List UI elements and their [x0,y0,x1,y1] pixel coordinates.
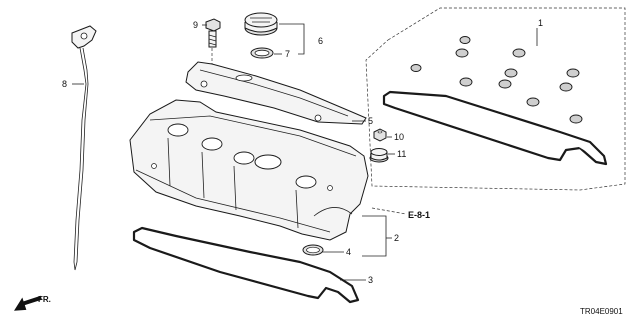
dipstick [71,25,97,271]
grommet [559,82,573,92]
filler-cap-grip [250,17,272,23]
plug-opening [295,175,317,189]
upper-cover-ridge [199,69,349,117]
grommet [455,48,469,58]
plug-opening [167,123,189,137]
callouts: 1 2 3 4 5 6 7 8 9 10 11 [62,18,543,285]
bolt [205,18,221,80]
upper-cover-mount [314,114,322,122]
plug-seal-inner [306,246,320,254]
callout-9: 9 [193,20,198,30]
head-cover-flange [135,169,331,233]
head-cover-rib [167,137,299,229]
callout-6: 6 [318,36,323,46]
callout-4: 4 [346,247,351,257]
nut-body [373,128,387,142]
sealing-grommet [369,148,389,163]
grommet-set [410,36,583,124]
head-cover-bolt-hole [327,185,333,191]
front-direction-indicator: FR. [14,295,51,311]
gasket-inner [137,235,347,293]
callout-5: 5 [368,116,373,126]
leader-6 [279,23,305,55]
grommet [526,97,540,107]
upper-cover-mount [200,80,208,88]
front-arrow-icon [14,295,42,311]
plug-seal-ring [302,244,324,256]
gasket-outer [132,226,360,304]
plug-opening [233,151,255,165]
grommet [498,79,512,89]
diagram-code: TR04E0901 [580,307,623,316]
head-cover-bolt-hole [151,163,157,169]
kit-gasket [382,90,608,166]
nut [373,128,387,142]
gasket-kit-group [365,7,626,191]
callout-2: 2 [394,233,399,243]
bolt-thread [208,34,217,46]
callout-7: 7 [285,49,290,59]
filler-cap-group [244,12,278,59]
nut-hole [377,130,383,134]
leader-lines [72,23,538,281]
front-label: FR. [38,295,51,304]
callout-8: 8 [62,79,67,89]
kit-gasket-inner [385,98,601,159]
filler-cap-top [244,12,278,28]
head-cover-arch [313,207,353,217]
kit-outline [365,7,626,191]
grommet [569,114,583,124]
oil-filler-opening [254,154,282,170]
grommet [566,68,580,78]
dipstick-tip [73,261,78,271]
leader-ref [371,207,407,215]
callout-3: 3 [368,275,373,285]
callout-10: 10 [394,132,404,142]
callout-11: 11 [397,149,406,159]
dipstick-shaft [73,47,87,263]
dipstick-handle-hole [80,32,88,40]
bolt-head [205,18,221,32]
leader-2 [362,215,387,257]
grommet [410,64,422,72]
seal-ring-inner [254,49,270,57]
head-cover-body [129,99,369,241]
grommet [459,36,471,44]
head-cover-gasket [132,226,360,304]
callout-1: 1 [538,18,543,28]
grommet-top [370,148,388,156]
head-cover-top-edge [149,115,357,157]
head-cover [129,99,369,241]
grommet [459,77,473,87]
grommet [504,68,518,78]
dipstick-shaft-2 [76,47,89,263]
upper-cover-hole [235,74,253,82]
grommet [512,48,526,58]
plug-opening [201,137,223,151]
section-reference: E-8-1 [408,210,430,220]
